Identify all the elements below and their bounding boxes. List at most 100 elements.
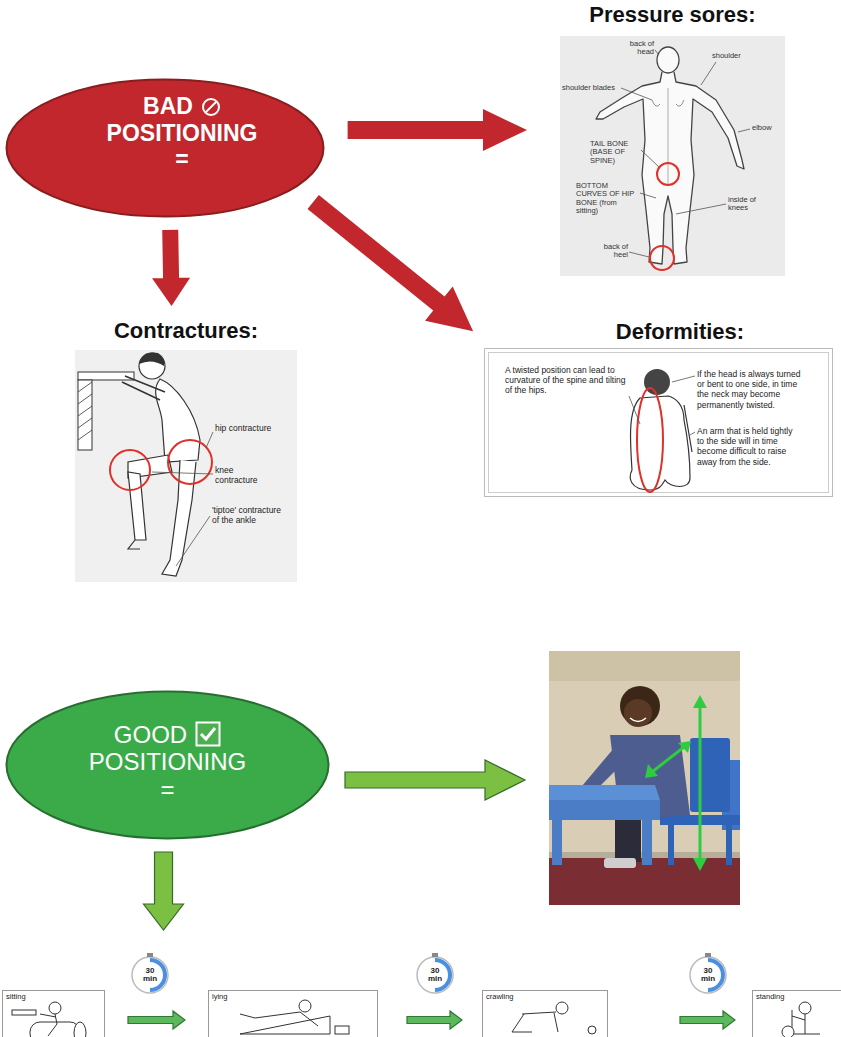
label-slot: shoulder blades: [562, 84, 622, 92]
sitting-sketch: [49, 1002, 61, 1014]
activity-label: standing: [756, 993, 836, 1001]
label-slot: shoulder: [712, 52, 752, 60]
connector-arrow: [144, 852, 184, 930]
leader-line: [655, 50, 659, 55]
ellipse-content: GOODPOSITIONING=: [5, 690, 330, 840]
posture-arrow: [693, 695, 707, 708]
label-slot: BOTTOM CURVES OF HIP BONE (from sitting): [576, 182, 638, 215]
timer-label: 30 min: [697, 967, 719, 983]
posture-arrow: [645, 764, 658, 778]
figure-label: hip contracture: [215, 424, 275, 434]
figure-label: elbow: [752, 124, 782, 132]
figure-panel: Deformities: A twisted position can lead …: [484, 318, 833, 497]
text-stack: BADPOSITIONING=: [107, 93, 258, 172]
connector-arrow: [152, 230, 190, 306]
text-line: POSITIONING: [107, 120, 258, 146]
leader-line: [629, 396, 640, 424]
check-symbol: [195, 721, 221, 747]
activity-box: sitting: [2, 990, 105, 1037]
ellipse-text: POSITIONING: [107, 120, 258, 146]
pressure-sores-figure: [596, 72, 744, 264]
text-line: BAD: [107, 93, 258, 119]
posture-arrow: [645, 695, 707, 871]
ellipse-text: BAD: [143, 93, 193, 119]
positioning-photo: [604, 858, 636, 868]
figure-panel: Contractures:: [75, 316, 301, 582]
label-slot: 30 min: [139, 967, 161, 983]
text-slot: A twisted position can lead to curvature…: [505, 365, 627, 396]
positioning-photo: [620, 686, 660, 726]
positioning-photo: [549, 858, 740, 905]
good-positioning-ellipse: GOODPOSITIONING=: [5, 690, 330, 840]
deformities-figure: [489, 353, 829, 493]
label-slot: back of heel: [597, 243, 628, 260]
positioning-photo: [549, 651, 740, 681]
ellipse-shape: [7, 80, 324, 217]
text-stack: GOODPOSITIONING=: [89, 721, 246, 804]
contractures-figure: [128, 540, 140, 549]
activity-label: lying: [212, 993, 292, 1001]
posture-arrow: [652, 747, 684, 772]
panel-heading: Deformities:: [570, 319, 790, 345]
leader-line: [152, 432, 213, 566]
check-symbol: [201, 728, 215, 739]
leader-line: [640, 193, 656, 198]
leader-line: [641, 150, 659, 167]
text-slot: sitting: [6, 993, 86, 1001]
text-line: POSITIONING: [89, 748, 246, 776]
text-line: =: [107, 146, 258, 172]
leader-line: [738, 129, 750, 132]
leader-line: [152, 472, 213, 474]
text-line: GOOD: [89, 721, 246, 749]
label-slot: 30 min: [424, 967, 446, 983]
leader-line: [629, 376, 695, 435]
crawling-sketch: [512, 1012, 558, 1032]
lying-sketch: [299, 1000, 311, 1012]
timer-icon: [690, 957, 726, 993]
pressure-point-circle: [657, 163, 679, 185]
contractures-figure: [139, 353, 165, 379]
deformities-figure: [644, 369, 670, 395]
positioning-photo: [549, 651, 740, 905]
connector-arrow: [680, 1011, 735, 1029]
posture-arrow: [693, 858, 707, 871]
figure-label: 'tiptoe' contracture of the ankle: [212, 506, 282, 526]
contractures-figure: [162, 460, 196, 576]
text-slot: standing: [756, 993, 836, 1001]
contractures-figure: [78, 380, 92, 450]
crawling-sketch: [556, 1002, 568, 1014]
check-symbol: [197, 723, 220, 746]
contractures-figure: [75, 350, 297, 582]
standing-sketch: [782, 1026, 794, 1037]
text-line: =: [89, 776, 246, 804]
panel-heading: Pressure sores:: [545, 2, 800, 28]
contractures-figure: [122, 376, 165, 400]
pressure-sores-figure: [668, 88, 669, 186]
leader-line: [206, 432, 213, 448]
ellipse-text: =: [175, 146, 188, 172]
figure-panel: Pressure sores:: [545, 0, 804, 275]
leader-line: [690, 432, 695, 435]
leader-line: [701, 62, 716, 85]
ellipse-content: BADPOSITIONING=: [5, 78, 325, 218]
label-slot: elbow: [752, 124, 782, 132]
activity-box: lying: [208, 990, 378, 1037]
contractures-figure: [128, 472, 146, 540]
sitting-sketch: [40, 1014, 57, 1036]
contracture-circle: [110, 450, 150, 490]
deformities-figure: [485, 349, 833, 497]
sitting-sketch: [12, 1010, 36, 1015]
text-slot: Contractures:: [75, 318, 297, 344]
pressure-sores-figure: [560, 36, 785, 276]
leader-line: [176, 516, 210, 566]
ellipse-shape: [7, 692, 329, 839]
standing-sketch: [792, 1010, 820, 1034]
connector-arrow: [128, 1011, 185, 1029]
activity-label: sitting: [6, 993, 86, 1001]
leader-line: [629, 252, 649, 257]
label-slot: hip contracture: [215, 424, 275, 434]
photo-arrow: [345, 760, 525, 800]
figure-label: shoulder blades: [562, 84, 622, 92]
